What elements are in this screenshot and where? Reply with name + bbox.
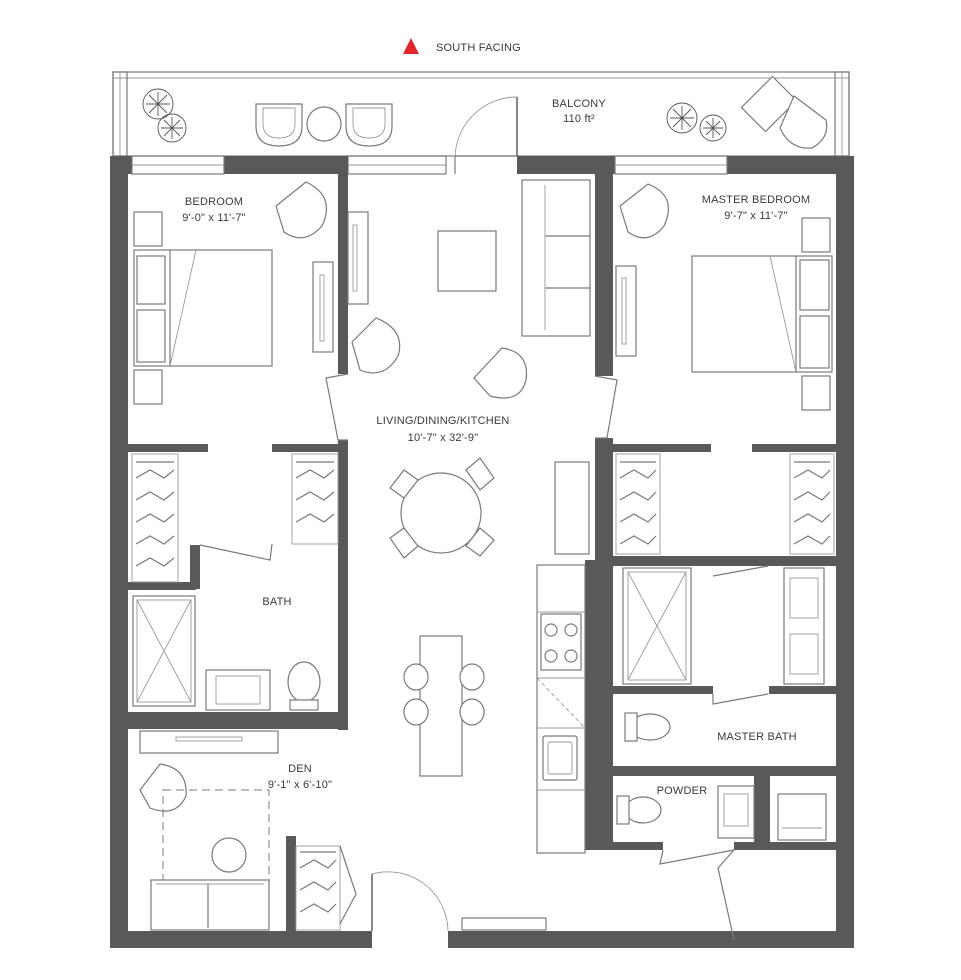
dresser-icon bbox=[615, 265, 637, 357]
kitchen-counter-icon bbox=[536, 564, 586, 854]
bed-icon bbox=[133, 249, 273, 367]
balcony-chair-icon bbox=[255, 103, 303, 147]
bed-icon bbox=[691, 255, 833, 373]
lounge-chair-icon bbox=[740, 75, 828, 149]
powder: POWDER bbox=[616, 785, 827, 941]
cabinet-icon bbox=[554, 461, 590, 555]
armchair-icon bbox=[473, 347, 528, 399]
den-closet bbox=[295, 845, 357, 931]
balcony-name: BALCONY bbox=[552, 98, 606, 110]
toilet-icon bbox=[624, 712, 671, 742]
entry-mat-icon bbox=[461, 917, 547, 931]
sofa-icon bbox=[521, 179, 591, 337]
dining-table-icon bbox=[389, 457, 495, 559]
nightstand-icon bbox=[801, 375, 831, 411]
shower-icon bbox=[132, 595, 196, 707]
cooktop-icon bbox=[540, 613, 582, 671]
living-name: LIVING/DINING/KITCHEN bbox=[376, 415, 509, 427]
windows bbox=[131, 155, 728, 175]
media-console-icon bbox=[139, 730, 279, 754]
armchair-icon bbox=[351, 317, 401, 374]
side-table-icon bbox=[211, 837, 247, 873]
master-bedroom-name: MASTER BEDROOM bbox=[702, 194, 811, 206]
balcony-chair-icon bbox=[345, 103, 393, 147]
vanity-icon bbox=[205, 669, 271, 711]
den: DEN 9'-1" x 6'-10" bbox=[139, 730, 357, 931]
bedroom: BEDROOM 9'-0" x 11'-7" bbox=[133, 181, 334, 405]
washer-dryer-icon bbox=[777, 793, 827, 841]
toilet-icon bbox=[287, 661, 321, 711]
interior-walls bbox=[128, 156, 836, 931]
powder-name: POWDER bbox=[657, 785, 708, 797]
master-bath-name: MASTER BATH bbox=[717, 731, 797, 743]
coffee-table-icon bbox=[437, 230, 497, 292]
den-dims: 9'-1" x 6'-10" bbox=[268, 779, 332, 791]
bay-windows bbox=[325, 373, 618, 441]
toilet-icon bbox=[616, 795, 662, 825]
compass-label: SOUTH FACING bbox=[436, 42, 521, 54]
nightstand-icon bbox=[133, 211, 163, 247]
master-bedroom-dims: 9'-7" x 11'-7" bbox=[724, 210, 788, 222]
armchair-icon bbox=[139, 763, 187, 812]
den-name: DEN bbox=[288, 763, 312, 775]
bath-name: BATH bbox=[262, 596, 291, 608]
living-dims: 10'-7" x 32'-9" bbox=[408, 432, 479, 444]
sink-icon bbox=[542, 735, 578, 781]
compass: SOUTH FACING bbox=[403, 38, 521, 54]
balcony-door bbox=[454, 96, 518, 174]
balcony-table-icon bbox=[306, 106, 342, 142]
bath: BATH bbox=[132, 595, 321, 711]
bedroom-closet bbox=[131, 453, 339, 583]
shower-icon bbox=[622, 567, 692, 685]
master-bath: MASTER BATH bbox=[622, 565, 825, 743]
armchair-icon bbox=[619, 183, 669, 239]
kitchen-island-icon bbox=[403, 635, 485, 777]
nightstand-icon bbox=[133, 369, 163, 405]
sofa-icon bbox=[150, 879, 270, 931]
armchair-icon bbox=[275, 181, 327, 239]
bedroom-name: BEDROOM bbox=[185, 196, 243, 208]
dresser-icon bbox=[312, 261, 334, 353]
bedroom-dims: 9'-0" x 11'-7" bbox=[182, 212, 246, 224]
media-console-icon bbox=[347, 211, 369, 305]
plant-icon bbox=[666, 102, 727, 142]
balcony-area: 110 ft² bbox=[563, 113, 595, 125]
master-bedroom: MASTER BEDROOM 9'-7" x 11'-7" bbox=[615, 183, 833, 411]
entry-door bbox=[371, 871, 547, 932]
vanity-icon bbox=[717, 785, 755, 839]
master-closet bbox=[615, 453, 835, 555]
north-arrow-icon bbox=[403, 38, 419, 54]
plant-icon bbox=[142, 88, 187, 143]
exterior-walls bbox=[110, 156, 854, 948]
nightstand-icon bbox=[801, 217, 831, 253]
living-furniture bbox=[347, 179, 591, 854]
vanity-icon bbox=[783, 567, 825, 685]
balcony: BALCONY 110 ft² bbox=[112, 71, 850, 157]
